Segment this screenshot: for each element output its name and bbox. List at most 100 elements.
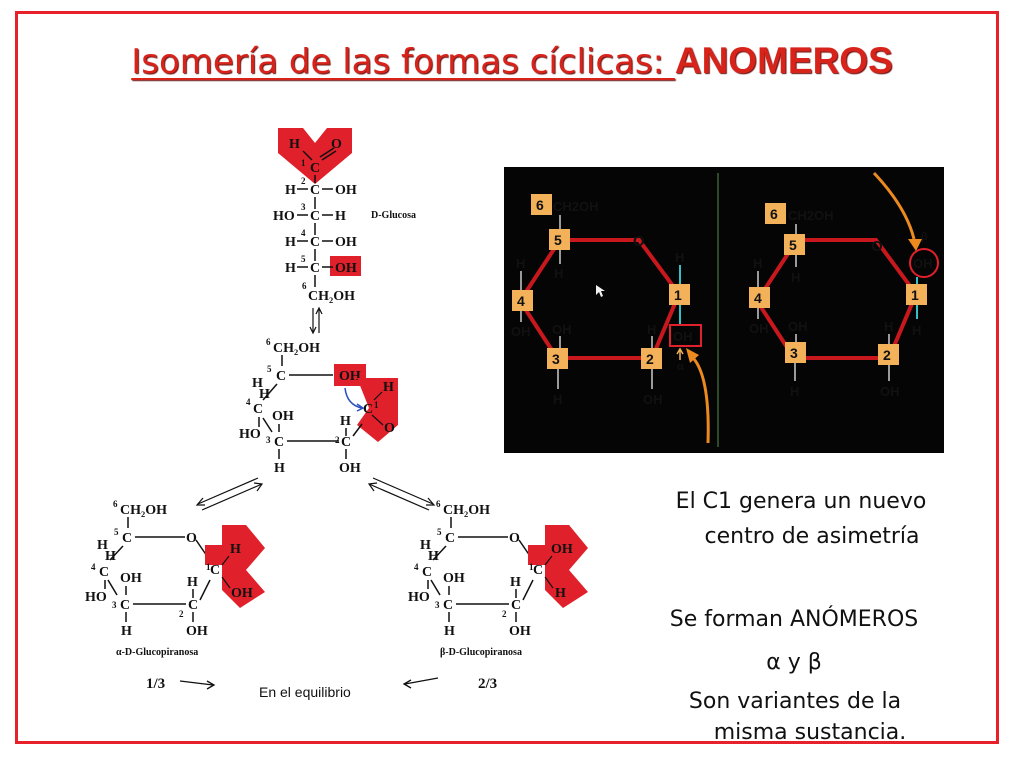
svg-text:1: 1	[674, 287, 682, 303]
alpha-h5: H	[554, 266, 563, 281]
svg-text:C: C	[310, 209, 320, 224]
c1-number: 1	[301, 158, 306, 168]
ring-c5-number: 5	[267, 364, 272, 374]
svg-text:1: 1	[911, 287, 919, 303]
c2-number: 2	[301, 176, 306, 186]
beta-oh2-bottom: OH	[880, 384, 900, 399]
beta-h3-bottom: H	[790, 384, 799, 399]
haworth-anomers-panel: 6 CH2OH 5 O H H 4 OH OH 3 H H 2 OH H 1 O…	[504, 167, 944, 453]
c6-group: CH₂OH	[308, 289, 355, 304]
alpha-c6: CH₂OH	[120, 503, 167, 518]
beta-c6: CH₂OH	[443, 503, 490, 518]
ring-c1-h: H	[383, 380, 394, 395]
beta-glucopyranose: 6 CH₂OH 5 C H O OH C 1 H 4 C H HO OH 3 C…	[408, 499, 588, 658]
beta-h4-top: H	[753, 256, 762, 271]
aldehyde-h: H	[289, 137, 300, 152]
c4-right: OH	[335, 235, 357, 250]
beta-h5: H	[420, 538, 431, 553]
beta-anomeric-highlight	[528, 525, 588, 608]
alpha-c5-number: 5	[114, 527, 119, 537]
alpha-oh2-bottom: OH	[643, 392, 663, 407]
svg-text:C: C	[253, 402, 263, 417]
beta-c4-number: 4	[414, 562, 419, 572]
alpha-ch2oh: CH2OH	[553, 199, 599, 214]
caption-line-3: Se forman ANÓMEROS	[669, 607, 919, 632]
alpha-pointer-arrow	[692, 358, 710, 444]
svg-text:5: 5	[554, 232, 562, 248]
alpha-ring-o-label: O	[633, 233, 645, 250]
c3-right: H	[335, 209, 346, 224]
beta-h2-top: H	[884, 319, 893, 334]
c1-atom: C	[310, 161, 320, 176]
c5-right: OH	[335, 261, 357, 276]
svg-text:6: 6	[536, 197, 544, 213]
alpha-box-1	[669, 284, 690, 305]
svg-text:4: 4	[754, 290, 762, 306]
svg-text:C: C	[122, 531, 132, 546]
svg-text:C: C	[276, 369, 286, 384]
alpha-h2-top: H	[647, 322, 656, 337]
svg-text:C: C	[445, 531, 455, 546]
beta-h2: H	[510, 575, 521, 590]
beta-box-6	[765, 203, 786, 224]
ring-c3-number: 3	[266, 435, 271, 445]
ring-carbonyl-highlight	[357, 378, 398, 442]
ring-h4: H	[259, 387, 270, 402]
svg-text:2: 2	[883, 347, 891, 363]
alpha-c1-number: 1	[206, 562, 211, 572]
alpha-h3-bottom: H	[553, 392, 562, 407]
caption-line-5: Son variantes de la	[688, 689, 902, 714]
beta-c1-number: 1	[529, 562, 534, 572]
haworth-alpha: 6 CH2OH 5 O H H 4 OH OH 3 H H 2 OH H 1 O…	[511, 194, 710, 444]
beta-oh1: OH	[913, 256, 933, 271]
beta-box-2	[878, 344, 899, 365]
alpha-c1: C	[210, 563, 220, 578]
c5-oh-highlight	[330, 256, 361, 276]
beta-ring-o: O	[509, 531, 520, 546]
beta-h3: H	[444, 624, 455, 639]
ring-c4-number: 4	[246, 397, 251, 407]
beta-c3-number: 3	[435, 600, 440, 610]
beta-box-5	[784, 234, 805, 255]
beta-box-1	[906, 284, 927, 305]
svg-text:C: C	[310, 235, 320, 250]
beta-label: β-D-Glucopiranosa	[440, 647, 522, 658]
caption-line-6: misma sustancia.	[713, 720, 907, 745]
alpha-oh4: OH	[511, 324, 531, 339]
alpha-c1-oh: OH	[231, 586, 253, 601]
ring-h5: H	[252, 376, 263, 391]
ring-c1-o: O	[384, 421, 395, 436]
ring-c6: CH₂OH	[273, 341, 320, 356]
ratio-alpha-arrow	[179, 680, 216, 690]
svg-text:C: C	[188, 598, 198, 613]
aldehyde-highlight	[278, 128, 352, 184]
alpha-c1-h: H	[230, 542, 241, 557]
alpha-h4-top: H	[516, 256, 525, 271]
caption-line-1: El C1 genera un nuevo	[675, 489, 927, 514]
beta-ch2oh: CH2OH	[788, 208, 834, 223]
svg-text:3: 3	[552, 351, 560, 367]
beta-oh3-top: OH	[788, 319, 808, 334]
beta-c1-h: H	[555, 586, 566, 601]
alpha-c6-number: 6	[113, 499, 118, 509]
alpha-box-6	[531, 194, 552, 215]
title-accent: ANOMEROS	[674, 40, 893, 81]
beta-oh4: OH	[749, 321, 769, 336]
c2-right: OH	[335, 183, 357, 198]
svg-text:C: C	[443, 598, 453, 613]
ring-formation: 6 CH₂OH 5 C H OH H C 1 O 4 C H HO OH 3 C…	[239, 337, 398, 476]
alpha-label: α-D-Glucopiranosa	[116, 647, 198, 658]
beta-oh1-ring	[909, 248, 939, 278]
svg-text:6: 6	[770, 206, 778, 222]
beta-tag: β	[921, 231, 928, 243]
c3-number: 3	[301, 202, 306, 212]
ring-oh2: OH	[339, 461, 361, 476]
ratio-beta-arrow	[402, 677, 439, 689]
alpha-h4: H	[105, 549, 116, 564]
alpha-c3-number: 3	[112, 600, 117, 610]
svg-text:C: C	[422, 565, 432, 580]
svg-text:C: C	[511, 598, 521, 613]
alpha-oh2: OH	[186, 624, 208, 639]
alpha-box-4	[512, 290, 533, 311]
